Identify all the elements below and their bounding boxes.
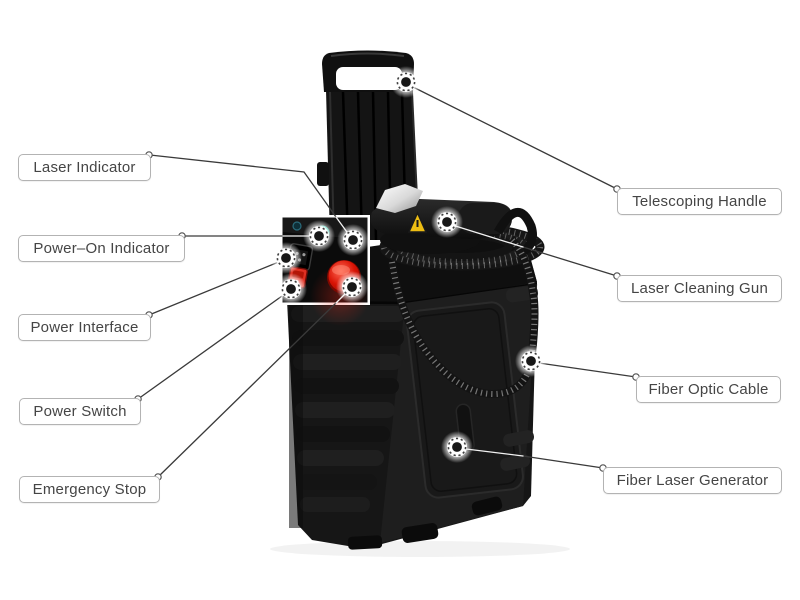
panel-screw	[292, 221, 302, 231]
target-marker-emergency-stop	[335, 270, 369, 304]
callout-label-emergency-stop: Emergency Stop	[19, 476, 160, 503]
callout-label-fiber-laser-generator: Fiber Laser Generator	[603, 467, 782, 494]
callout-label-telescoping-handle: Telescoping Handle	[617, 188, 782, 215]
leader-power-interface	[148, 258, 287, 316]
machine-illustration	[270, 50, 570, 557]
leader-fiber-optic-cable	[531, 361, 637, 378]
callout-label-power-switch: Power Switch	[19, 398, 141, 425]
leader-power-switch	[137, 295, 283, 400]
leader-laser-indicator	[149, 154, 337, 218]
target-marker-telescoping-handle	[389, 65, 423, 99]
target-marker-fiber-optic-cable	[514, 344, 548, 378]
warning-label	[407, 211, 428, 233]
target-marker-fiber-laser-generator	[440, 430, 474, 464]
target-marker-power-on-indicator	[302, 219, 336, 253]
callout-label-power-on-indicator: Power–On Indicator	[18, 235, 185, 262]
fiber-optic-cable	[388, 236, 539, 399]
target-marker-laser-indicator	[336, 223, 370, 257]
floor-shadow	[270, 541, 570, 557]
leader-telescoping-handle	[406, 83, 618, 190]
gun-nozzle	[376, 184, 423, 213]
target-marker-power-interface	[269, 241, 303, 275]
trolley-case	[286, 233, 539, 550]
side-recessed-panel	[406, 301, 524, 499]
gun-cable-loop	[494, 208, 537, 255]
target-marker-power-switch	[274, 272, 308, 306]
case-feet	[347, 496, 503, 550]
callout-label-fiber-optic-cable: Fiber Optic Cable	[636, 376, 781, 403]
callout-label-laser-cleaning-gun: Laser Cleaning Gun	[617, 275, 782, 302]
leader-fiber-laser-generator	[522, 455, 604, 469]
leader-emergency-stop	[157, 302, 337, 478]
leader-laser-cleaning-gun	[522, 246, 618, 277]
callout-label-power-interface: Power Interface	[18, 314, 151, 341]
callout-label-laser-indicator: Laser Indicator	[18, 154, 151, 181]
target-marker-laser-cleaning-gun	[430, 205, 464, 239]
